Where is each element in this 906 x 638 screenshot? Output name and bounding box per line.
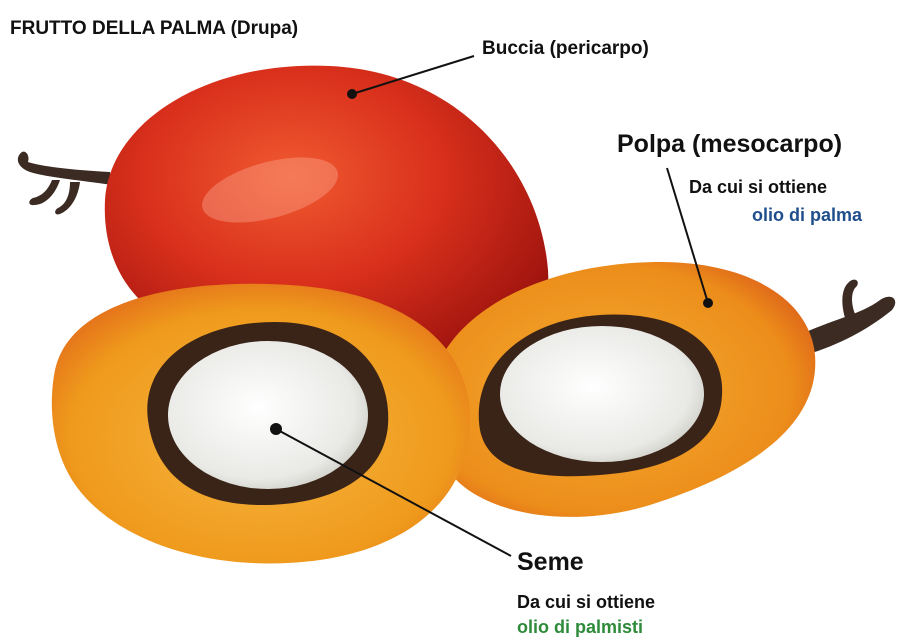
polpa-oil-label: olio di palma (752, 205, 862, 226)
seme-description: Da cui si ottiene (517, 592, 655, 613)
polpa-dot (703, 298, 713, 308)
polpa-description: Da cui si ottiene (689, 177, 827, 198)
right-kernel (500, 326, 704, 462)
buccia-dot (347, 89, 357, 99)
polpa-label: Polpa (mesocarpo) (617, 130, 842, 159)
right-half-stalk (800, 280, 895, 355)
seme-oil-label: olio di palmisti (517, 617, 643, 638)
buccia-label: Buccia (pericarpo) (482, 38, 649, 60)
whole-fruit-stalk (18, 152, 112, 215)
seme-dot (270, 423, 282, 435)
left-kernel (168, 341, 368, 489)
seme-label: Seme (517, 548, 584, 577)
diagram-title: FRUTTO DELLA PALMA (Drupa) (10, 18, 298, 40)
